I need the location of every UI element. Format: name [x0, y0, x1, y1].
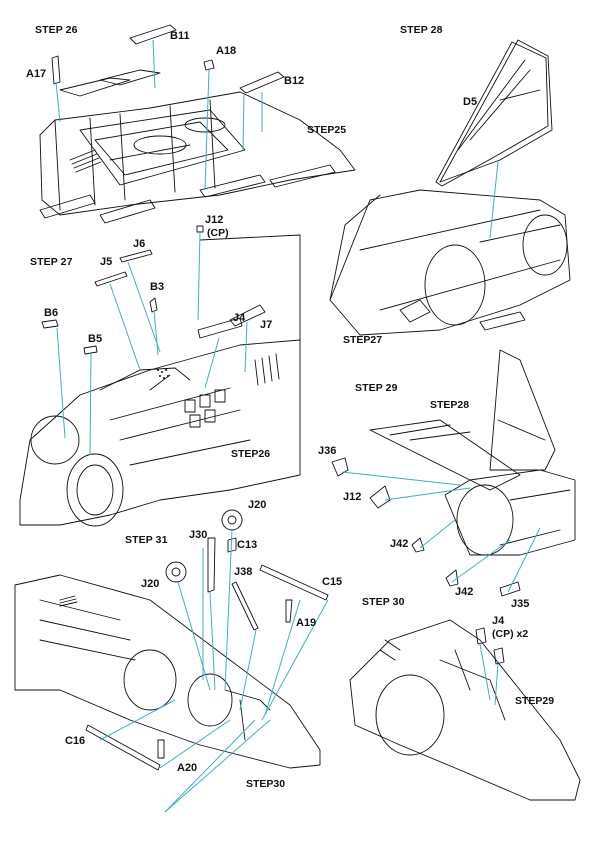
part-label-C13: C13 [237, 539, 258, 551]
ref-step26: STEP26 [231, 448, 271, 460]
part-B12-shape [239, 71, 285, 94]
part-label-B6: B6 [44, 307, 59, 319]
part-J4-shape [197, 317, 243, 339]
part-B6-shape [41, 319, 59, 329]
ref-step25: STEP25 [307, 124, 347, 136]
step27-drawing [19, 234, 301, 527]
part-label-J20-top: J20 [248, 499, 267, 511]
part-J12-shape [196, 225, 204, 233]
part-A19-shape [285, 599, 293, 623]
leader-lines [55, 39, 541, 813]
part-label-J36: J36 [318, 445, 337, 457]
part-label-J7: J7 [260, 319, 273, 331]
part-label-C16: C16 [65, 735, 86, 747]
part-label-J30: J30 [189, 529, 208, 541]
step29-drawing [369, 349, 576, 556]
part-A20-shape [157, 739, 165, 759]
part-B3-shape [149, 297, 158, 313]
part-label-J5: J5 [100, 256, 113, 268]
part-J7-shape [229, 304, 266, 327]
step26-drawing [39, 69, 356, 224]
part-label-A20: A20 [177, 762, 198, 774]
step-31-title: STEP 31 [125, 534, 168, 546]
part-J20b-shape [165, 561, 187, 583]
part-label-J4-step27: J4 [233, 312, 246, 324]
part-label-J42-b: J42 [455, 586, 474, 598]
step-28-title: STEP 28 [400, 24, 443, 36]
part-A17-shape [51, 55, 61, 85]
ref-step27: STEP27 [343, 334, 383, 346]
part-J12-s29-shape [369, 485, 391, 509]
part-label-J4-step30: J4 [492, 615, 505, 627]
part-J36-shape [331, 457, 349, 477]
part-label-J38: J38 [234, 566, 253, 578]
part-label-D5: D5 [463, 96, 478, 108]
part-label-A17: A17 [26, 68, 47, 80]
part-C15-shape [259, 564, 329, 601]
part-label-J12-step27-cp: (CP) [207, 227, 229, 239]
ref-step28: STEP28 [430, 399, 470, 411]
part-J38-shape [231, 581, 259, 631]
part-A18-shape [203, 59, 215, 71]
part-label-B5: B5 [88, 333, 103, 345]
part-D5-shape [435, 41, 549, 187]
part-J6-shape [119, 249, 153, 263]
part-label-A19: A19 [296, 617, 317, 629]
part-J20a-shape [221, 509, 243, 531]
step-26-title: STEP 26 [35, 24, 78, 36]
part-J4-s30-shape [475, 627, 505, 665]
part-J42b-shape [445, 569, 459, 587]
part-label-J12-step29: J12 [343, 491, 362, 503]
step-27-title: STEP 27 [30, 256, 73, 268]
part-label-J4-step30-note: (CP) x2 [492, 628, 529, 640]
step-29-title: STEP 29 [355, 382, 398, 394]
part-label-J12-step27: J12 [205, 214, 224, 226]
part-label-J20-left: J20 [141, 578, 160, 590]
part-J5-shape [94, 271, 128, 287]
part-label-C15: C15 [322, 576, 343, 588]
part-label-J35: J35 [511, 598, 530, 610]
ref-step29: STEP29 [515, 695, 555, 707]
step28-drawing [329, 39, 571, 336]
part-label-J42-a: J42 [390, 538, 409, 550]
step-30-title: STEP 30 [362, 596, 405, 608]
part-B5-shape [83, 345, 98, 355]
part-label-B3: B3 [150, 281, 165, 293]
part-label-J6: J6 [133, 238, 146, 250]
part-label-A18: A18 [216, 45, 237, 57]
part-C13-shape [227, 537, 237, 553]
part-J42a-shape [411, 537, 425, 553]
part-B11-shape [129, 24, 177, 45]
step31-drawing [14, 574, 321, 769]
part-C16-shape [85, 724, 161, 771]
part-J30-shape [207, 537, 216, 593]
part-label-B12: B12 [284, 75, 305, 87]
step30-drawing [349, 619, 581, 801]
part-label-B11: B11 [170, 30, 190, 42]
ref-step30: STEP30 [246, 778, 286, 790]
